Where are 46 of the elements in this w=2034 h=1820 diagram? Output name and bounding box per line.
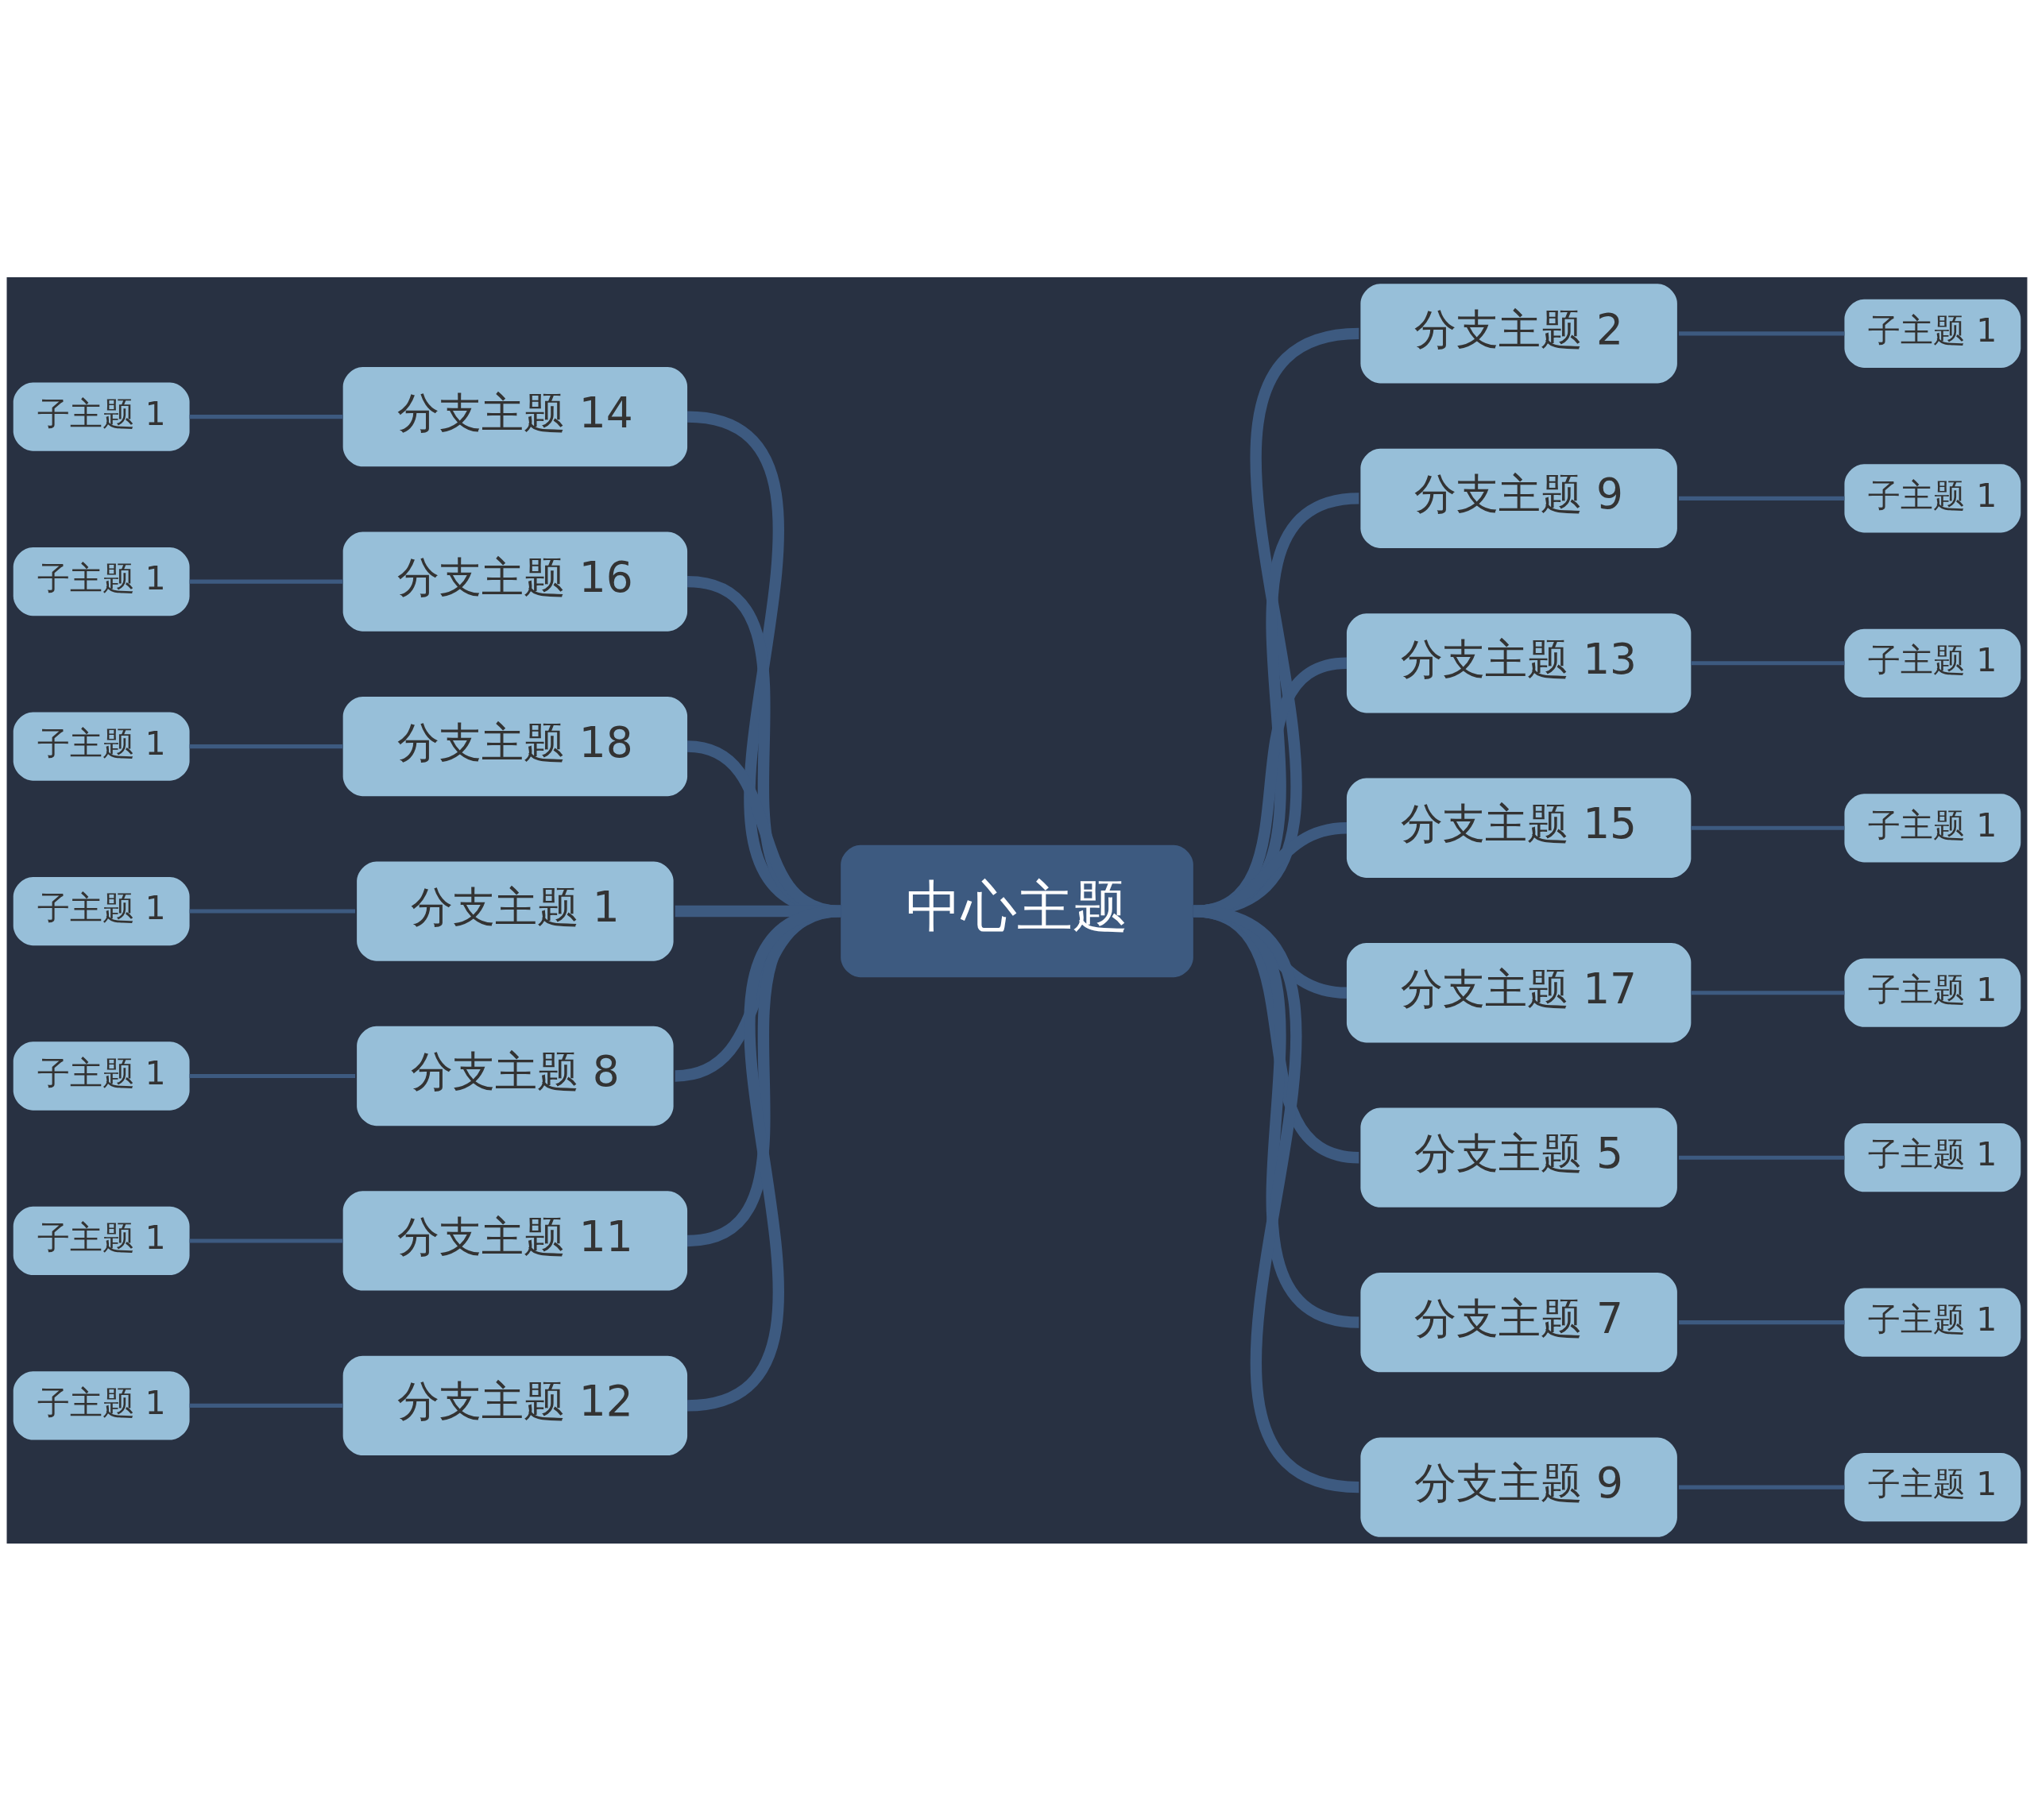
node-box: 子主题 1 bbox=[1844, 1123, 2021, 1192]
node-box: 分支主题 9 bbox=[1360, 1437, 1677, 1537]
node-box: 子主题 1 bbox=[1844, 299, 2021, 368]
connector bbox=[1678, 496, 1845, 500]
node-box: 子主题 1 bbox=[13, 382, 190, 451]
connector bbox=[1691, 990, 1845, 995]
connector bbox=[189, 1403, 343, 1408]
node-box: 分支主题 18 bbox=[342, 696, 688, 796]
node-box: 分支主题 15 bbox=[1346, 778, 1692, 878]
connector bbox=[189, 1238, 343, 1243]
node-box: 子主题 1 bbox=[1844, 1288, 2021, 1357]
node-box: 分支主题 14 bbox=[342, 366, 688, 466]
node-box: 子主题 1 bbox=[13, 876, 190, 945]
node-box: 子主题 1 bbox=[1844, 1452, 2021, 1521]
node-box: 子主题 1 bbox=[1844, 628, 2021, 697]
node-box: 分支主题 2 bbox=[1360, 283, 1677, 383]
node-box: 子主题 1 bbox=[1844, 793, 2021, 862]
node-box: 子主题 1 bbox=[13, 1041, 190, 1111]
node-box: 分支主题 17 bbox=[1346, 942, 1692, 1042]
node-box: 子主题 1 bbox=[13, 1206, 190, 1275]
connector bbox=[189, 744, 343, 748]
connector bbox=[189, 908, 356, 914]
node-box: 子主题 1 bbox=[13, 711, 190, 781]
connector bbox=[1678, 330, 1845, 335]
node-box: 分支主题 7 bbox=[1360, 1272, 1677, 1372]
connector bbox=[189, 579, 343, 584]
node-box: 子主题 1 bbox=[13, 547, 190, 616]
connector bbox=[1678, 1320, 1845, 1324]
node-box: 分支主题 13 bbox=[1346, 612, 1692, 713]
connector bbox=[1678, 1485, 1845, 1490]
node-box: 分支主题 5 bbox=[1360, 1107, 1677, 1208]
node-box: 子主题 1 bbox=[13, 1370, 190, 1440]
node-box: 分支主题 16 bbox=[342, 531, 688, 632]
node-box: 分支主题 8 bbox=[357, 1026, 674, 1126]
connector bbox=[1678, 1155, 1845, 1160]
connector bbox=[189, 1073, 356, 1078]
node-box: 子主题 1 bbox=[1844, 463, 2021, 532]
node-box: 分支主题 1 bbox=[357, 860, 674, 961]
node-box: 分支主题 11 bbox=[342, 1190, 688, 1291]
connector bbox=[189, 414, 343, 419]
node-box: 分支主题 12 bbox=[342, 1355, 688, 1455]
connector bbox=[1691, 660, 1845, 665]
node-box: 分支主题 9 bbox=[1360, 448, 1677, 548]
node-box: 中心主题 bbox=[841, 844, 1193, 977]
connector bbox=[1691, 825, 1845, 830]
node-box: 子主题 1 bbox=[1844, 958, 2021, 1027]
